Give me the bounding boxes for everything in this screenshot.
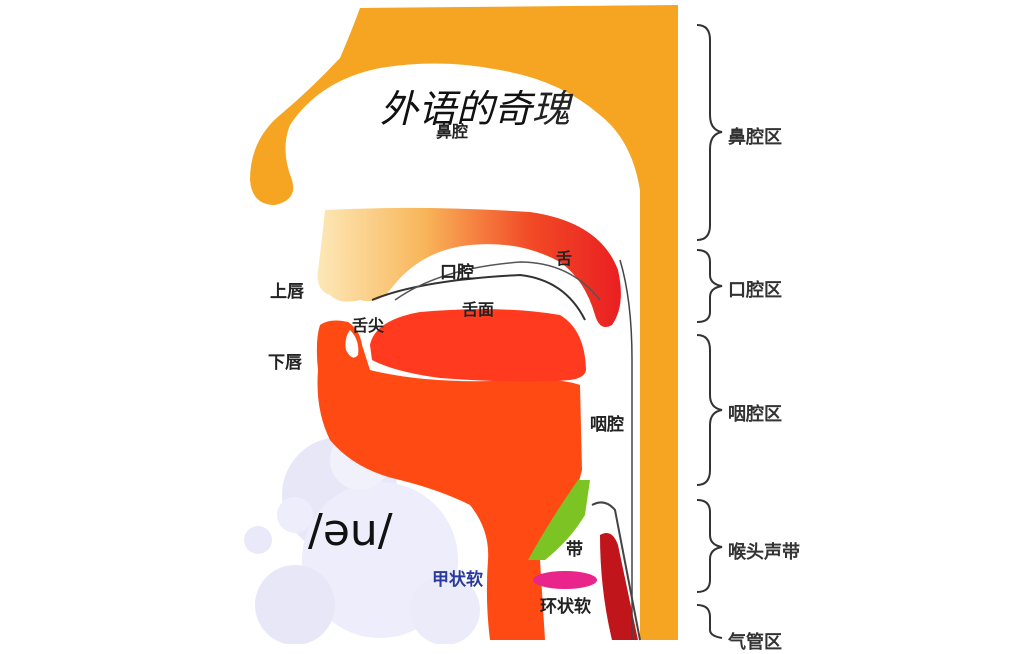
lip-tip [345, 330, 359, 358]
label-thyroid: 甲状软 [432, 570, 483, 590]
label-nasal-cavity: 鼻腔 [436, 122, 469, 141]
region-braces [696, 24, 723, 639]
label-vocal-cords: 带 [566, 540, 583, 560]
region-pharyngeal: 咽腔区 [728, 404, 782, 425]
nasal-channel [500, 40, 640, 190]
larynx-outline [591, 501, 641, 641]
region-larynx: 喉头声带 [728, 542, 800, 563]
label-oral-cavity: 口腔 [440, 263, 474, 283]
label-pharynx: 咽腔 [590, 415, 624, 435]
label-tongue-tip: 舌尖 [352, 316, 385, 335]
label-upper-lip: 上唇 [270, 282, 304, 302]
region-trachea: 气管区 [728, 632, 782, 653]
pharynx-wall-line [619, 259, 633, 640]
esophagus-shape [600, 532, 638, 640]
tongue-outline [371, 273, 586, 321]
region-oral: 口腔区 [728, 280, 782, 301]
vocal-cord-shape [533, 571, 597, 589]
label-tongue-root: 舌 [556, 249, 573, 268]
phoneme-symbol: /əu/ [308, 505, 393, 556]
palate-shape [317, 207, 621, 328]
tongue-shape [370, 309, 586, 382]
oral-line [394, 261, 601, 301]
label-cricoid: 环状软 [540, 597, 591, 617]
label-lower-lip: 下唇 [268, 353, 302, 373]
page-title: 外语的奇瑰 [380, 87, 571, 131]
label-tongue-face: 舌面 [462, 300, 495, 319]
jaw-shape [316, 320, 582, 640]
region-nasal: 鼻腔区 [728, 127, 782, 148]
head-outline-shape [250, 5, 678, 640]
epiglottis-shape [528, 480, 590, 560]
